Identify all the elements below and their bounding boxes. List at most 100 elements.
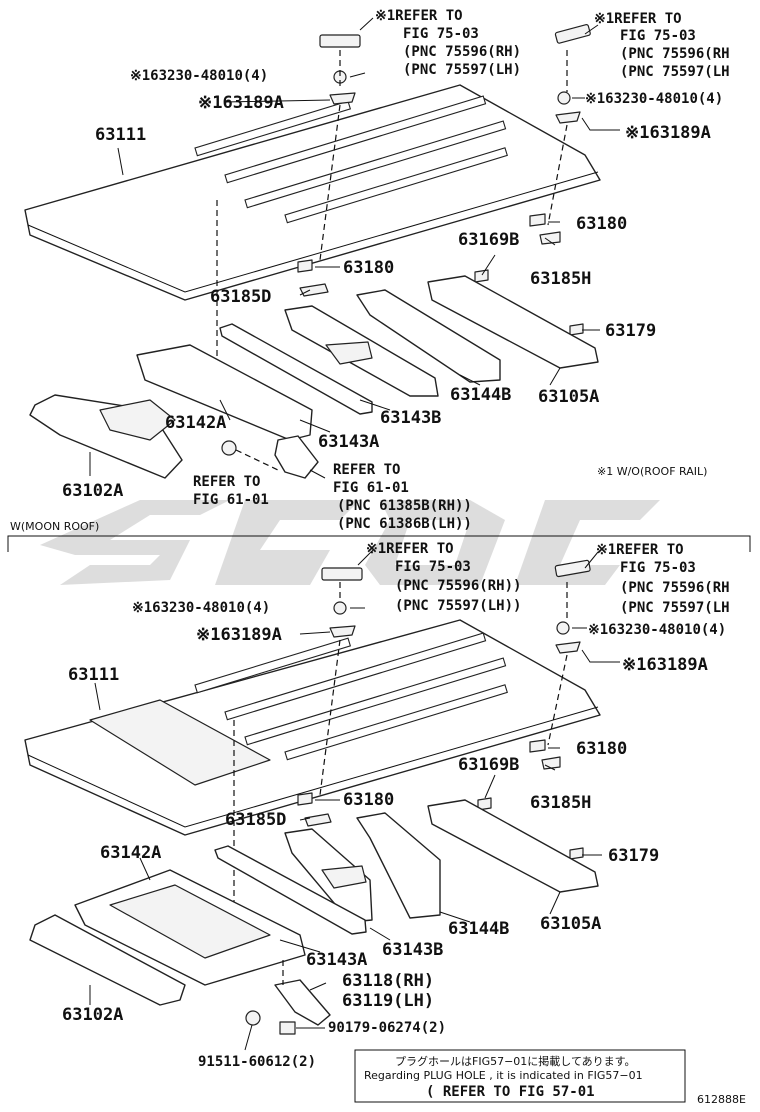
plug-hole-note: プラグホールはFIG57−01に掲載してあります。 Regarding PLUG… bbox=[354, 1049, 686, 1103]
top-63179-label: 63179 bbox=[605, 321, 656, 341]
bot-ref2-line1: ※1REFER TO bbox=[596, 542, 684, 558]
top-ref2-line1: ※1REFER TO bbox=[594, 11, 682, 27]
svg-text:FIG 75-03: FIG 75-03 bbox=[620, 28, 696, 44]
bolt-91511 bbox=[245, 1010, 261, 1026]
top-63102a-label: 63102A bbox=[62, 481, 123, 501]
bot-90179-label: 90179-06274(2) bbox=[328, 1020, 446, 1036]
top-ref-fig61b-line1: REFER TO bbox=[333, 462, 400, 478]
bracket-icon-right-b bbox=[555, 641, 581, 654]
clip-icon-right bbox=[557, 91, 571, 105]
roof-rail-cover-left-b bbox=[321, 567, 363, 581]
svg-text:FIG 75-03: FIG 75-03 bbox=[403, 26, 479, 42]
bottom-labels: ※1REFER TO FIG 75-03 (PNC 75596(RH)) (PN… bbox=[62, 541, 730, 1070]
top-ref-fig61b-line3: (PNC 61385B(RH)) bbox=[337, 498, 472, 514]
bottom-assembly bbox=[24, 549, 620, 1051]
clip-63180-bot-b bbox=[529, 739, 546, 753]
top-roof-label: 63111 bbox=[95, 125, 146, 145]
top-63180a-label: 63180 bbox=[576, 214, 627, 234]
bot-bracket-left-label: ※163189A bbox=[196, 625, 282, 645]
bot-63169b-label: 63169B bbox=[458, 755, 519, 775]
top-ref1-line1: ※1REFER TO bbox=[375, 8, 463, 24]
bot-63180a-label: 63180 bbox=[576, 739, 627, 759]
bot-bracket-right-label: ※163189A bbox=[622, 655, 708, 675]
legend-note: ※1 W/O(ROOF RAIL) bbox=[597, 465, 707, 478]
nut-90179 bbox=[279, 1021, 296, 1035]
svg-text:※1REFER TO: ※1REFER TO bbox=[594, 11, 682, 27]
bot-63143b-label: 63143B bbox=[382, 940, 443, 960]
note-line-jp: プラグホールはFIG57−01に掲載してあります。 bbox=[395, 1054, 636, 1068]
bracket-icon-right bbox=[555, 111, 581, 124]
nut-63185h-bot bbox=[541, 756, 561, 770]
bot-63119-label: 63119(LH) bbox=[342, 991, 434, 1011]
roof-rail-cover-right bbox=[554, 24, 591, 44]
top-clip-right-label: ※163230-48010(4) bbox=[585, 91, 723, 107]
moonroof-opening bbox=[89, 699, 271, 786]
bot-63144b-label: 63144B bbox=[448, 919, 509, 939]
bot-63105a-label: 63105A bbox=[540, 914, 601, 934]
top-ref2-line4: (PNC 75597(LH bbox=[620, 64, 730, 80]
bot-63180b-label: 63180 bbox=[343, 790, 394, 810]
bot-ref1-line2: FIG 75-03 bbox=[395, 559, 471, 575]
top-bracket-left-label: ※163189A bbox=[198, 93, 284, 113]
clip-63180-top-a bbox=[297, 259, 313, 273]
roof-bow-63105a-bot bbox=[427, 799, 599, 893]
svg-text:※1REFER TO: ※1REFER TO bbox=[375, 8, 463, 24]
bot-91511-label: 91511-60612(2) bbox=[198, 1054, 316, 1070]
bot-ref1-line3: (PNC 75596(RH)) bbox=[395, 578, 521, 594]
top-ref1-line4: (PNC 75597(LH) bbox=[403, 62, 521, 78]
top-63185d-label: 63185D bbox=[210, 287, 271, 307]
svg-text:(PNC 75596(RH: (PNC 75596(RH bbox=[620, 46, 730, 62]
top-63180b-label: 63180 bbox=[343, 258, 394, 278]
bracket-63118 bbox=[274, 979, 331, 1026]
bot-roof-label: 63111 bbox=[68, 665, 119, 685]
diagram-id: 612888E bbox=[697, 1093, 746, 1106]
clip-icon-left-b bbox=[333, 601, 347, 615]
bot-clip-right-label: ※163230-48010(4) bbox=[588, 622, 726, 638]
watermark-logo bbox=[40, 500, 660, 585]
bot-63142a-label: 63142A bbox=[100, 843, 161, 863]
top-63143a-label: 63143A bbox=[318, 432, 379, 452]
clip-63179-top bbox=[569, 323, 584, 336]
top-ref1-line3: (PNC 75596(RH) bbox=[403, 44, 521, 60]
bot-ref2-line4: (PNC 75597(LH bbox=[620, 600, 730, 616]
top-labels: ※1REFER TO FIG 75-03 (PNC 75596(RH) (PNC… bbox=[62, 8, 730, 532]
note-line-en: Regarding PLUG HOLE , it is indicated in… bbox=[364, 1069, 643, 1082]
bot-ref2-line2: FIG 75-03 bbox=[620, 560, 696, 576]
roof-bow-63143a-top bbox=[219, 323, 373, 415]
top-clip-left-label: ※163230-48010(4) bbox=[130, 68, 268, 84]
top-ref1-line2: FIG 75-03 bbox=[403, 26, 479, 42]
bot-clip-left-label: ※163230-48010(4) bbox=[132, 600, 270, 616]
clip-63180-top-b bbox=[529, 213, 546, 227]
nut-63185h-top bbox=[539, 231, 561, 245]
top-ref-fig61b-line4: (PNC 61386B(LH)) bbox=[337, 516, 472, 532]
bot-63185d-label: 63185D bbox=[225, 810, 286, 830]
top-ref-fig61b-line2: FIG 61-01 bbox=[333, 480, 409, 496]
roof-rail-cover-left bbox=[319, 34, 361, 48]
bot-63185h-label: 63185H bbox=[530, 793, 591, 813]
section-divider bbox=[7, 535, 751, 552]
clip-63179-bot bbox=[569, 847, 584, 860]
clip-63180-bot-a bbox=[297, 792, 313, 806]
bot-63102a-label: 63102A bbox=[62, 1005, 123, 1025]
top-ref2-line3: (PNC 75596(RH bbox=[620, 46, 730, 62]
bolt-fig61-top bbox=[221, 440, 237, 456]
clip-icon-right-b bbox=[556, 621, 570, 635]
bot-63179-label: 63179 bbox=[608, 846, 659, 866]
top-bracket-right-label: ※163189A bbox=[625, 123, 711, 143]
bot-63118-label: 63118(RH) bbox=[342, 971, 434, 991]
bot-ref1-line4: (PNC 75597(LH)) bbox=[395, 598, 521, 614]
top-63185h-label: 63185H bbox=[530, 269, 591, 289]
top-63144b-label: 63144B bbox=[450, 385, 511, 405]
bracket-icon-left-b bbox=[329, 625, 356, 638]
header-63142a-top bbox=[136, 344, 313, 441]
top-63105a-label: 63105A bbox=[538, 387, 599, 407]
roof-panel-63111-moonroof bbox=[24, 619, 601, 836]
roof-bow-63144b-top bbox=[356, 289, 501, 383]
note-line-ref: ( REFER TO FIG 57-01 bbox=[426, 1084, 595, 1100]
roof-bow-63144b-bot bbox=[356, 812, 441, 919]
roof-rail-cover-right-b bbox=[554, 559, 591, 578]
header-63102a-bot bbox=[29, 914, 186, 1006]
top-63143b-label: 63143B bbox=[380, 408, 441, 428]
